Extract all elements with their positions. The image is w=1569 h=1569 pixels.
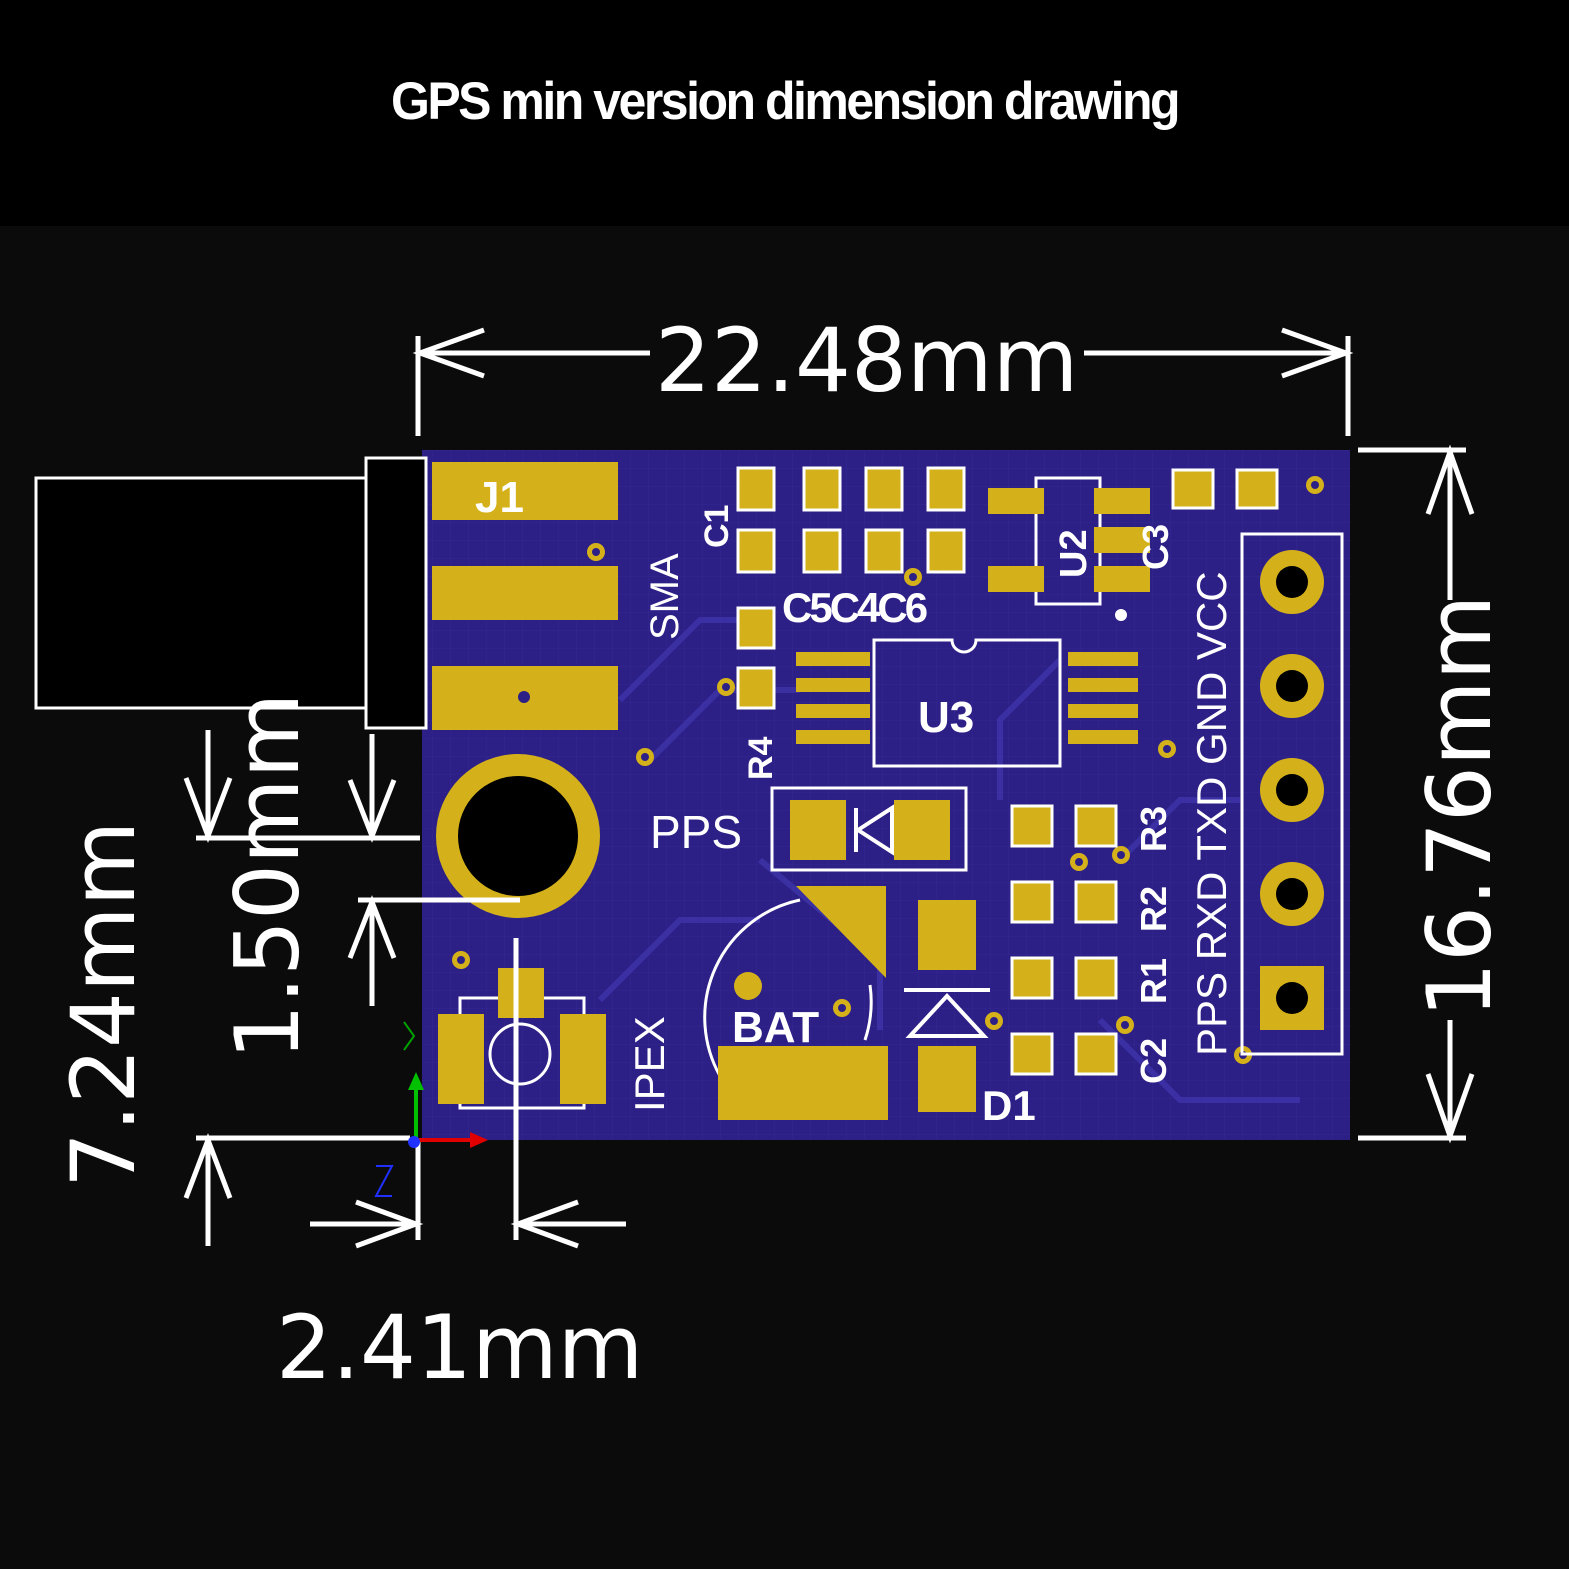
- u3-footprint: [796, 638, 1138, 768]
- diode-icon: [854, 804, 894, 856]
- r1-label: R1: [1133, 958, 1174, 1004]
- r3-label: R3: [1133, 806, 1174, 852]
- c1-c6-pads: [736, 466, 966, 574]
- r4-pads: [736, 606, 776, 710]
- j1-pads: [432, 462, 618, 730]
- d1-diode: [904, 900, 990, 1112]
- pin-header-icon: [1240, 532, 1344, 1056]
- antenna-offset-label: 7.24mm: [52, 821, 155, 1188]
- c1-label: C1: [698, 505, 736, 548]
- page-title: GPS min version dimension drawing: [390, 71, 1181, 131]
- ipex-label: IPEX: [626, 1016, 673, 1112]
- axis-origin-icon: [374, 1021, 488, 1197]
- c5c4c6-label: C5C4C6: [782, 584, 927, 631]
- edge-offset-label: 2.41mm: [276, 1296, 643, 1399]
- pin-labels: PPS RXD TXD GND VCC: [1188, 571, 1235, 1056]
- mounting-hole: [436, 754, 600, 918]
- height-label: 16.76mm: [1408, 595, 1511, 1018]
- u3-label: U3: [918, 693, 974, 742]
- dimension-width: [412, 327, 1354, 436]
- diode-icon: [904, 988, 990, 1038]
- dimension-height: [1358, 444, 1475, 1144]
- dimension-antenna-offset: [183, 730, 420, 1246]
- top-right-pads: [1171, 468, 1279, 510]
- bat-label: BAT: [732, 1003, 819, 1052]
- u2-footprint: [988, 476, 1150, 621]
- d1-label: D1: [982, 1082, 1036, 1129]
- r4-label: R4: [742, 736, 780, 780]
- battery-footprint: [703, 886, 888, 1120]
- c2-label: C2: [1133, 1038, 1174, 1084]
- header: GPS min version dimension drawing: [0, 0, 1569, 226]
- r2-label: R2: [1133, 886, 1174, 932]
- dimension-edge-offset: [310, 938, 626, 1249]
- hole-offset-label: 1.50mm: [216, 693, 319, 1060]
- sma-label: SMA: [643, 553, 687, 640]
- pps-led: [770, 786, 968, 872]
- u2-label: U2: [1053, 529, 1095, 578]
- sma-connector: [34, 456, 428, 730]
- j1-label: J1: [475, 473, 524, 522]
- c3-label: C3: [1135, 524, 1176, 570]
- width-label: 22.48mm: [655, 309, 1078, 412]
- dimension-hole-offset: [347, 734, 520, 1006]
- resistor-pads: [1010, 804, 1118, 1076]
- pps-label: PPS: [650, 806, 742, 858]
- ipex-connector: [438, 968, 606, 1110]
